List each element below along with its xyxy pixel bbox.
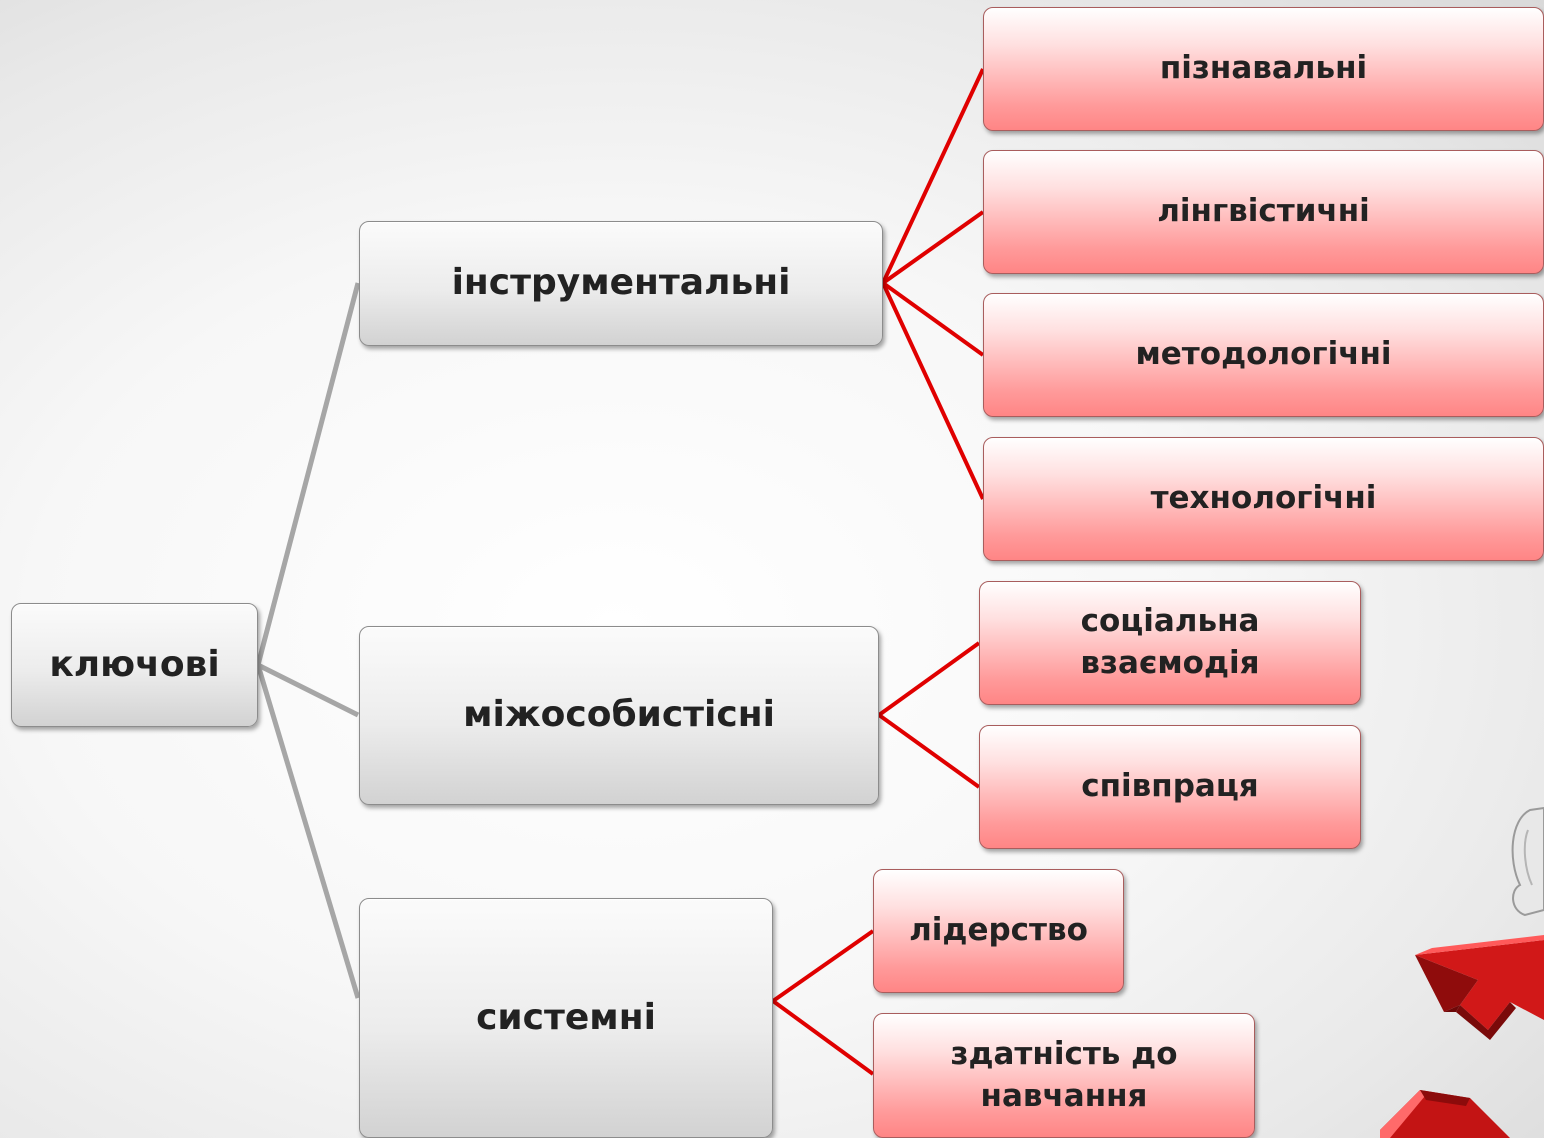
node-leadership-label: лідерство [909, 912, 1088, 949]
node-leadership: лідерство [873, 869, 1124, 993]
node-linguistic-label: лінгвістичні [1157, 193, 1370, 230]
connector-sys-lid [771, 929, 875, 1003]
3d-cursor-arrow-icon [1380, 806, 1544, 1138]
connector-instr-pizn [881, 68, 985, 284]
node-social-interaction: соціальна взаємодія [979, 581, 1361, 705]
node-root-label: ключові [49, 643, 220, 685]
node-linguistic: лінгвістичні [983, 150, 1544, 274]
node-cognitive-label: пізнавальні [1159, 50, 1368, 87]
node-cooperation-label: співпраця [1081, 768, 1259, 805]
connector-root-inter [256, 662, 360, 718]
node-interpersonal: міжособистісні [359, 626, 879, 805]
connector-inter-spiv [877, 713, 981, 789]
connector-sys-zdat [771, 999, 875, 1076]
node-systemic: системні [359, 898, 773, 1138]
connector-instr-meth [881, 281, 985, 357]
node-systemic-label: системні [476, 996, 656, 1038]
node-learning-ability-label: здатність до навчання [950, 1035, 1178, 1114]
node-cooperation: співпраця [979, 725, 1361, 849]
connector-instr-ling [881, 210, 985, 285]
connector-inter-soc [877, 641, 981, 717]
node-interpersonal-label: міжособистісні [463, 694, 775, 736]
node-learning-ability: здатність до навчання [873, 1013, 1255, 1138]
connector-root-instr [255, 282, 361, 666]
node-technological-label: технологічні [1150, 480, 1377, 517]
node-instrumental-label: інструментальні [451, 262, 791, 304]
node-social-interaction-label: соціальна взаємодія [1080, 603, 1260, 681]
connector-instr-tech [881, 282, 985, 500]
node-methodological: методологічні [983, 293, 1544, 417]
node-root-key: ключові [11, 603, 258, 727]
node-instrumental: інструментальні [359, 221, 883, 346]
node-technological: технологічні [983, 437, 1544, 561]
connector-root-sys [255, 664, 361, 999]
node-cognitive: пізнавальні [983, 7, 1544, 131]
node-methodological-label: методологічні [1135, 336, 1392, 373]
